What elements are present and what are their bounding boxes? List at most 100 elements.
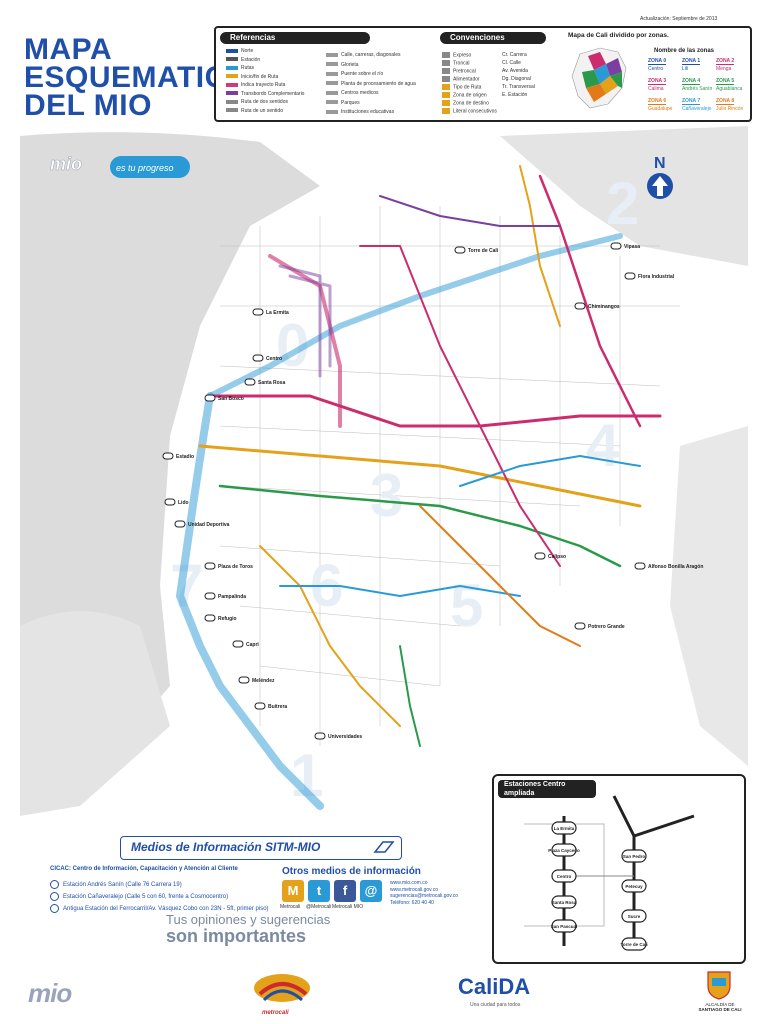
legend-label: Indica trayecto Ruta (241, 82, 286, 88)
inset-station-marker (551, 919, 577, 933)
convention-swatch (442, 60, 450, 66)
zone-number: 2 (606, 170, 639, 237)
update-date: Actualización: Septiembre de 2013 (640, 16, 718, 22)
legend-reference-item: Transbordo Complementario (226, 91, 304, 97)
location-text: Estación Andrés Sanín (Calle 76 Carrera … (63, 882, 182, 889)
convention-item: Tipo de Ruta (442, 84, 481, 90)
legend-label: Transbordo Complementario (241, 90, 305, 97)
inset-station-marker (551, 843, 577, 857)
cicac-location: Estación Cañaveralejo (Calle 5 con 60, f… (50, 892, 228, 901)
zone-number-watermarks: 2 0 4 3 5 7 6 1 (170, 170, 639, 809)
twitter-icon[interactable]: t (308, 880, 330, 902)
convention-item: Alimentador (442, 76, 480, 82)
relief-area (500, 126, 748, 266)
info-title: Medios de Información SITM-MIO (131, 840, 321, 854)
station-label: Estadio (176, 454, 194, 460)
legend-swatch (226, 57, 238, 62)
legend-swatch (326, 90, 338, 95)
info-title-box: Medios de Información SITM-MIO (120, 836, 402, 860)
abbreviation-item: E. Estación (502, 92, 528, 98)
mio-bus-icon (373, 841, 395, 853)
station-marker (624, 272, 636, 280)
legend-reference-item: Inicio/fin de Ruta (226, 74, 278, 80)
location-text: Antigua Estación del Ferrocarril/Av. Vás… (63, 906, 269, 913)
cicac-title: CICAC: Centro de Información, Capacitaci… (50, 866, 238, 872)
zone-name: Menga (716, 66, 732, 72)
convention-item: Zona de destino (442, 100, 489, 106)
abbreviation-item: Cr. Carrera (502, 52, 527, 58)
legend-swatch (326, 71, 338, 76)
contact-item[interactable]: www.metrocali.gov.co (390, 886, 438, 893)
inset-station-label: Plaza Caycedo (548, 848, 580, 853)
zone-number: 5 (450, 572, 483, 639)
abbreviation-item: Tr. Transversal (502, 84, 535, 90)
inset-station-label: La Ermita (554, 826, 575, 831)
legend-reference-item: Estación (226, 57, 260, 63)
email-icon[interactable]: @ (360, 880, 382, 902)
social-label: Metrocali (280, 904, 301, 910)
street-grid (219, 206, 680, 746)
legend-label: Norte (241, 48, 254, 54)
legend-label: Centros medicos (341, 90, 379, 96)
cicac-location: Estación Andrés Sanín (Calle 76 Carrera … (50, 880, 182, 889)
legend-reference-item: Indica trayecto Ruta (226, 82, 285, 88)
zone-code: ZONA 4 (682, 78, 701, 85)
legend-swatch (326, 100, 338, 105)
title-line: MAPA (24, 33, 113, 66)
slogan: es tu progreso (116, 163, 174, 173)
inset-station-label: San Pedro (623, 854, 646, 859)
station-label: Torre de Cali (468, 248, 499, 254)
opinion-line-1: Tus opiniones y sugerencias (166, 912, 331, 927)
location-pin-icon (50, 904, 59, 913)
legend-label: Instituciones educativas (341, 109, 395, 115)
alcaldia-label: ALCALDÍA DE SANTIAGO DE CALI (686, 1002, 754, 1012)
legend-swatch (226, 48, 238, 53)
location-text: Estación Cañaveralejo (Calle 5 con 60, f… (63, 894, 229, 901)
legend-reference-item: Glorieta (326, 62, 359, 68)
convention-swatch (442, 84, 450, 90)
station-marker (252, 308, 264, 316)
legend-reference-item: Ruta de dos sentidos (226, 99, 288, 105)
mio-icon[interactable]: M (282, 880, 304, 902)
zone-name: Julio Rincón (716, 106, 744, 112)
legend-reference-item: Parques (326, 100, 360, 106)
map-title: MAPA ESQUEMATICO DEL MIO (24, 33, 251, 122)
contact-item[interactable]: www.mio.com.co (390, 880, 428, 886)
legend-reference-item: Instituciones educativas (326, 109, 394, 115)
title-line: ESQUEMATICO (24, 61, 251, 94)
station-marker (634, 562, 646, 570)
legend-swatch (226, 108, 238, 113)
station-marker (254, 702, 266, 710)
station-label: Universidades (328, 734, 362, 740)
title-line: DEL MIO (24, 89, 152, 122)
facebook-icon[interactable]: f (334, 880, 356, 902)
zone-name: Andrés Sanín (682, 86, 713, 92)
inset-title-line: Estaciones Centro (504, 781, 566, 788)
legend-label: Calle, carreras, diagonales (341, 52, 401, 58)
legend-swatch (226, 82, 238, 87)
legend-swatch (326, 81, 338, 86)
inset-station-label: Petecuy (625, 884, 643, 889)
station-label: Buitrera (268, 704, 287, 710)
social-label: Metrocali MIO (332, 904, 364, 910)
contact-item[interactable]: sugerencias@metrocali.gov.co (390, 893, 459, 899)
legend-label: Ruta de un sentido (241, 107, 283, 114)
station-label: Capri (246, 642, 259, 648)
station-marker (204, 394, 216, 402)
metrocali-logo-mark (254, 974, 310, 1002)
referencias-header: Referencias (220, 32, 370, 44)
station-label: Flora Industrial (638, 274, 675, 280)
station-label: Refugio (218, 616, 237, 622)
legend-reference-item: Calle, carreras, diagonales (326, 52, 400, 58)
inset-station-marker (621, 849, 647, 863)
station-marker (314, 732, 326, 740)
zone-number: 4 (586, 412, 620, 479)
station-label: Chiminangos (588, 304, 620, 310)
zone-code: ZONA 6 (648, 98, 667, 105)
zone-name: Cañaveralejo (682, 106, 712, 112)
inset-station-marker (621, 909, 647, 923)
calida-logo: CaliDA (458, 974, 531, 999)
zone-mini-map (571, 47, 627, 109)
